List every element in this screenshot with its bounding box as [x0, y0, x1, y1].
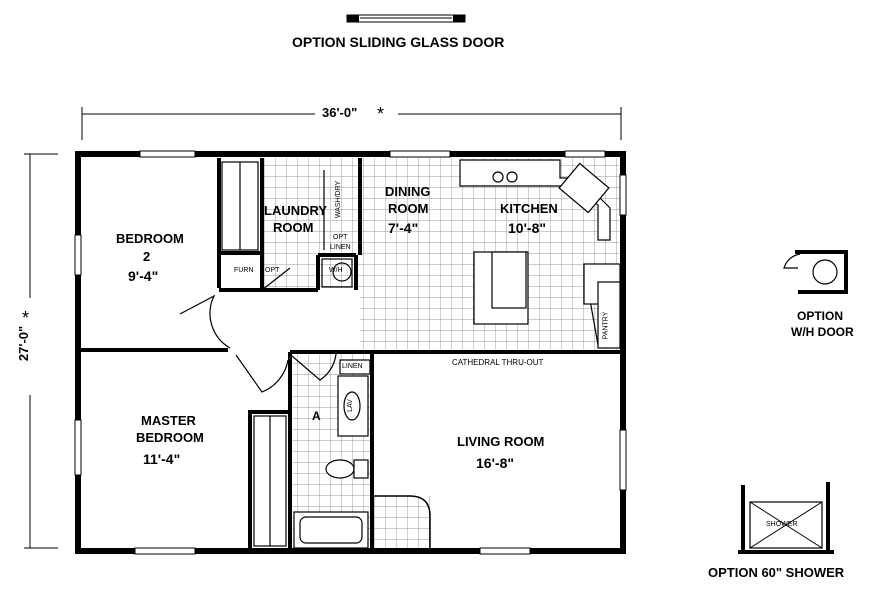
bedroom2-size: 9'-4" [128, 268, 159, 284]
kitchen-label: KITCHEN [500, 201, 558, 216]
dining-size: 7'-4" [388, 220, 419, 236]
bath-a-label: A [312, 409, 321, 423]
closet-details [221, 161, 361, 547]
door-swings [179, 267, 599, 393]
living-label: LIVING ROOM [457, 434, 545, 449]
master-label-1: MASTER [141, 413, 196, 428]
laundry-floor [262, 158, 360, 288]
kitchen-size: 10'-8" [508, 220, 546, 236]
bedroom2-name: BEDROOM [116, 231, 184, 246]
option-shower-label: OPTION 60" SHOWER [708, 565, 845, 580]
living-size: 16'-8" [476, 455, 514, 471]
bedroom2-number: 2 [143, 249, 151, 264]
pantry-label: PANTRY [602, 311, 610, 340]
laundry-label-2: ROOM [273, 220, 314, 235]
option-shower-symbol [738, 482, 834, 554]
option-wh-door-label-2: W/H DOOR [791, 325, 854, 339]
depth-dimension: 27'-0" [16, 325, 32, 362]
cathedral-note: CATHEDRAL THRU-OUT [452, 358, 544, 367]
entry-floor [372, 496, 430, 548]
option-sliding-door-label: OPTION SLIDING GLASS DOOR [292, 34, 505, 50]
bath-fixtures [293, 359, 371, 549]
option-shower-tag: SHOWER [766, 521, 798, 528]
master-label-2: BEDROOM [136, 430, 204, 445]
kitchen-counters [459, 159, 621, 349]
entry-landing [372, 495, 431, 548]
dining-label-2: ROOM [388, 201, 429, 216]
master-size: 11'-4" [143, 451, 181, 467]
dimension-lines [24, 107, 622, 549]
width-star: * [377, 104, 385, 124]
dining-label-1: DINING [385, 184, 431, 199]
opt-linen-label-2: LINEN [330, 244, 351, 251]
linen-label: LINEN [342, 363, 363, 370]
opt-label: OPT [265, 267, 280, 274]
wh-label: W/H [329, 267, 343, 274]
laundry-label-1: LAUNDRY [264, 203, 328, 218]
furnace-label: FURN [234, 267, 254, 274]
opt-linen-label-1: OPT [333, 234, 348, 241]
option-sliding-door-symbol [346, 14, 466, 23]
option-wh-door-label-1: OPTION [797, 309, 844, 323]
depth-star: * [22, 308, 30, 328]
windows [74, 150, 627, 555]
wash-dry-label: WASH/DRY [335, 180, 343, 219]
interior-walls [78, 158, 623, 551]
option-wh-door-symbol [783, 250, 848, 294]
width-dimension: 36'-0" [322, 105, 358, 120]
lav-label: LAV [346, 399, 354, 412]
